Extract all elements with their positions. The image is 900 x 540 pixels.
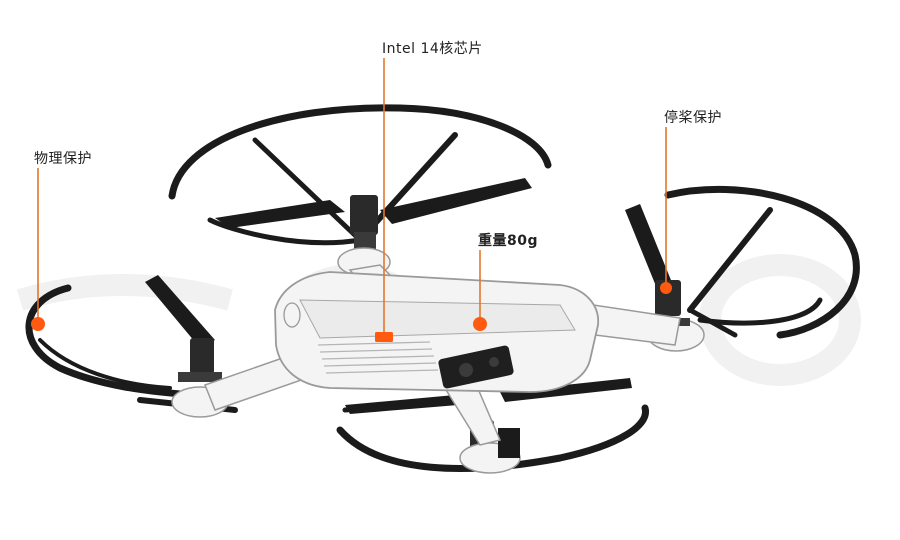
marker-physical-protection (31, 317, 45, 331)
callout-weight-label: 重量80g (478, 233, 539, 249)
drone-body (274, 271, 599, 393)
callout-markers (31, 282, 672, 342)
marker-chip (375, 332, 393, 342)
callout-chip-label: Intel 14核芯片 (382, 41, 483, 57)
callout-leaders (37, 58, 667, 332)
rotor-guard-back-left (168, 104, 552, 277)
marker-stop-protection (660, 282, 672, 294)
callout-physical-protection-label: 物理保护 (34, 151, 92, 167)
marker-weight (473, 317, 487, 331)
rotor-guard-front-right (336, 378, 649, 474)
callout-stop-protection-label: 停桨保护 (664, 110, 722, 126)
